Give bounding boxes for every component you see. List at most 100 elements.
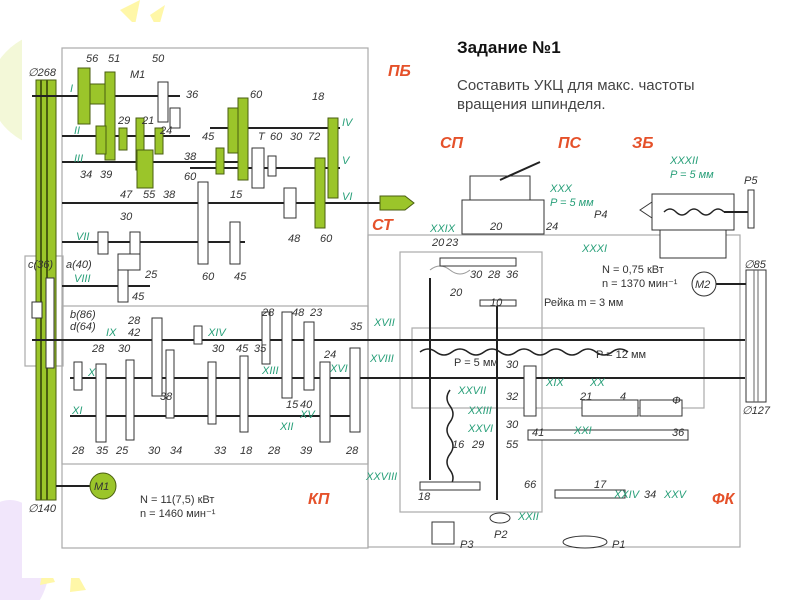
change-gear-label: b(86) — [70, 309, 96, 321]
change-gear-label: c(36) — [28, 259, 53, 271]
gear-label: 28 — [261, 307, 275, 319]
gear-label: 24 — [159, 125, 172, 137]
cross-screw-pitch: P = 5 мм — [454, 357, 498, 369]
belt-line — [40, 80, 42, 500]
gear-label: 48 — [288, 233, 301, 245]
gear-60-upper — [227, 107, 239, 154]
gear-label: 51 — [108, 53, 120, 65]
shaft-label: XVI — [329, 363, 348, 375]
shaft-label: XVIII — [369, 353, 394, 365]
gear-label: 47 — [120, 189, 133, 201]
gear-label: 66 — [524, 479, 537, 491]
handle-p2 — [489, 512, 511, 524]
handle-label-p3: P3 — [460, 539, 474, 551]
motor-m1 — [89, 472, 117, 500]
pulley-label-bottom: ∅140 — [28, 503, 57, 515]
gear-label: 29 — [471, 439, 484, 451]
gear-label: 23 — [309, 307, 323, 319]
handle-p3 — [431, 521, 455, 545]
gear-label: 30 — [120, 211, 133, 223]
gear-15 — [237, 97, 249, 181]
gear-label: 18 — [418, 491, 431, 503]
gear-label: 29 — [117, 115, 130, 127]
spindle-nose — [379, 195, 415, 211]
shaft-label: V — [342, 155, 351, 167]
gear-label: 55 — [506, 439, 519, 451]
shaft-label: VIII — [74, 273, 91, 285]
gear-label: 25 — [144, 269, 158, 281]
gear-label: 41 — [532, 427, 544, 439]
change-gear-a-b — [45, 277, 55, 369]
gear-label: T — [258, 131, 266, 143]
motor-m2-label: M2 — [695, 279, 710, 291]
unit-label-ps: ПС — [558, 135, 582, 152]
gear — [193, 325, 203, 345]
change-gear-c — [31, 301, 43, 319]
handle-label-p5: P5 — [744, 175, 758, 187]
handle-label-p2: P2 — [494, 529, 507, 541]
gear — [303, 321, 315, 391]
shaft-label: XXV — [663, 489, 688, 501]
handle-label-p4: P4 — [594, 209, 607, 221]
shaft-label: XXIX — [429, 223, 456, 235]
tailstock-base — [659, 229, 727, 259]
gear-label: 34 — [80, 169, 92, 181]
gear-label: 60 — [270, 131, 283, 143]
gear-label: 4 — [620, 391, 626, 403]
gear-label: 21 — [579, 391, 592, 403]
shaft-label: VI — [342, 191, 352, 203]
gear — [349, 347, 361, 433]
gear-label: 45 — [202, 131, 215, 143]
gear-29 — [118, 127, 128, 151]
lead-screw-pitch: P = 12 мм — [596, 349, 646, 361]
slide — [22, 22, 780, 578]
gear — [319, 361, 331, 443]
gear-label: 60 — [202, 271, 215, 283]
gear-30 — [267, 155, 277, 177]
gear-label: 60 — [320, 233, 333, 245]
gear — [239, 355, 249, 433]
gear-label: 28 — [267, 445, 281, 457]
apron-gears — [439, 257, 517, 267]
feed-box-frame — [411, 327, 705, 409]
gear-label: 38 — [184, 151, 197, 163]
gear-34 — [95, 125, 107, 155]
gear-label: 30 — [118, 343, 131, 355]
shaft-label: XX — [589, 377, 605, 389]
deco-ray — [120, 0, 140, 25]
gear-60-vii — [197, 181, 209, 265]
gear-label: 34 — [644, 489, 656, 501]
gear-label: 28 — [345, 445, 359, 457]
shaft-label: IV — [342, 117, 354, 129]
gear-label: 28 — [71, 445, 85, 457]
gear-30-a — [97, 231, 109, 255]
shaft-label: XXXI — [581, 243, 607, 255]
shaft-label: XXVII — [457, 385, 486, 397]
carriage-frame — [367, 234, 741, 548]
gear-18-72 — [327, 117, 339, 199]
gear-label: 28 — [127, 315, 141, 327]
gear-label: 24 — [545, 221, 558, 233]
motor-m2-speed: n = 1370 мин⁻¹ — [602, 278, 678, 290]
gear-38 — [154, 127, 164, 155]
safety-label: Ф — [672, 395, 681, 407]
gear-label: 72 — [308, 131, 320, 143]
motor-m1-speed: n = 1460 мин⁻¹ — [140, 508, 216, 520]
gear-45 — [215, 147, 225, 175]
shaft-label: VII — [76, 231, 89, 243]
gear-label: 25 — [115, 445, 129, 457]
shaft-label: XXVI — [467, 423, 493, 435]
unit-label-fk: ФК — [712, 491, 735, 508]
motor-m1-power: N = 11(7,5) кВт — [140, 494, 214, 506]
shaft-label: XXIV — [613, 489, 641, 501]
gear-label: 33 — [214, 445, 227, 457]
deco-ray — [150, 5, 165, 30]
shaft-label: I — [70, 83, 73, 95]
gear-label: 35 — [350, 321, 363, 333]
gear-label: 10 — [490, 297, 503, 309]
pulley-label-feed-bottom: ∅127 — [742, 405, 771, 417]
gear-label: 36 — [186, 89, 199, 101]
gear-25 — [117, 253, 141, 271]
gear-label: 20 — [449, 287, 463, 299]
